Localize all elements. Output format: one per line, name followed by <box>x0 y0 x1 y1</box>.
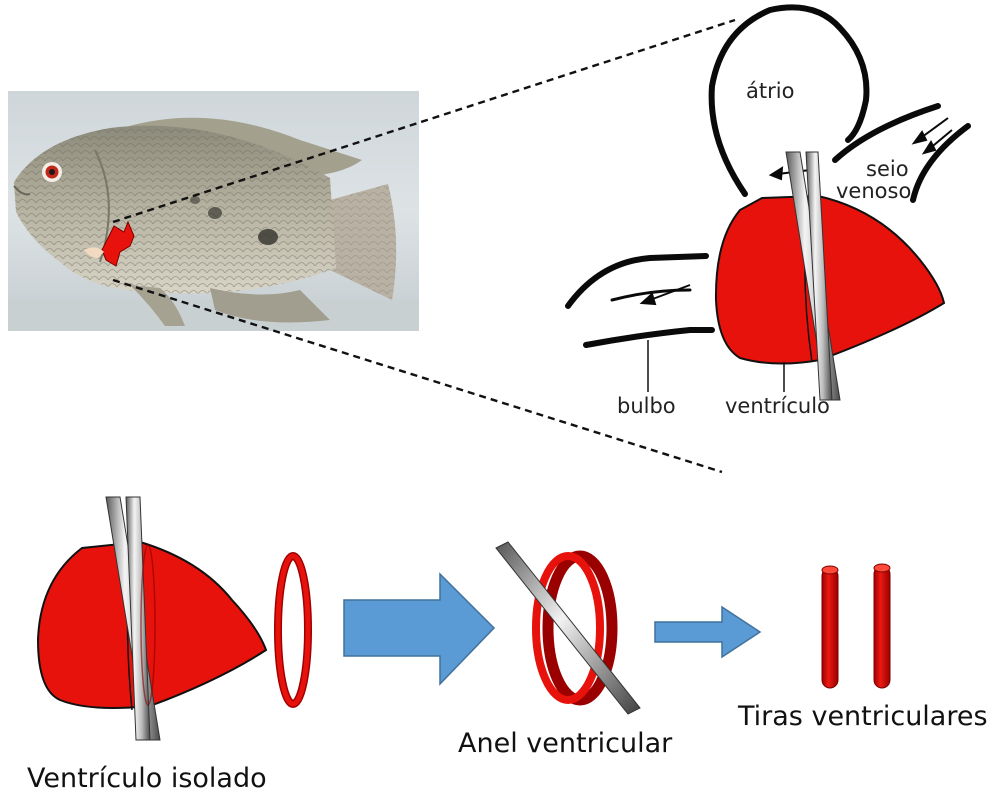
aquarium-floor <box>8 300 419 331</box>
ventricular-strips <box>822 564 890 688</box>
fish-photo <box>8 91 419 331</box>
strip-left <box>822 568 838 688</box>
right-arrow-icon <box>344 574 494 684</box>
ring-icon <box>278 556 308 704</box>
sinus-venosus-label-line1: seio <box>866 157 909 181</box>
ventricular-ring <box>496 542 640 714</box>
ventricle-label: ventrículo <box>725 394 830 418</box>
ventricle-isolated-shape <box>38 542 266 708</box>
sinus-venosus-label-line2: venoso <box>836 179 911 203</box>
bulb-label: bulbo <box>617 394 676 418</box>
label-isolated-ventricle: Ventrículo isolado <box>27 763 267 794</box>
label-ventricular-ring: Anel ventricular <box>458 728 673 759</box>
right-arrow-icon <box>655 607 760 657</box>
atrium-label: átrio <box>746 79 794 103</box>
label-ventricular-strips: Tiras ventriculares <box>737 701 988 732</box>
bulb-outline <box>568 256 706 306</box>
heart-diagram: átrio seio venoso bulbo ventrículo <box>568 7 968 418</box>
strip-right <box>874 566 890 688</box>
isolated-ventricle <box>38 497 266 740</box>
